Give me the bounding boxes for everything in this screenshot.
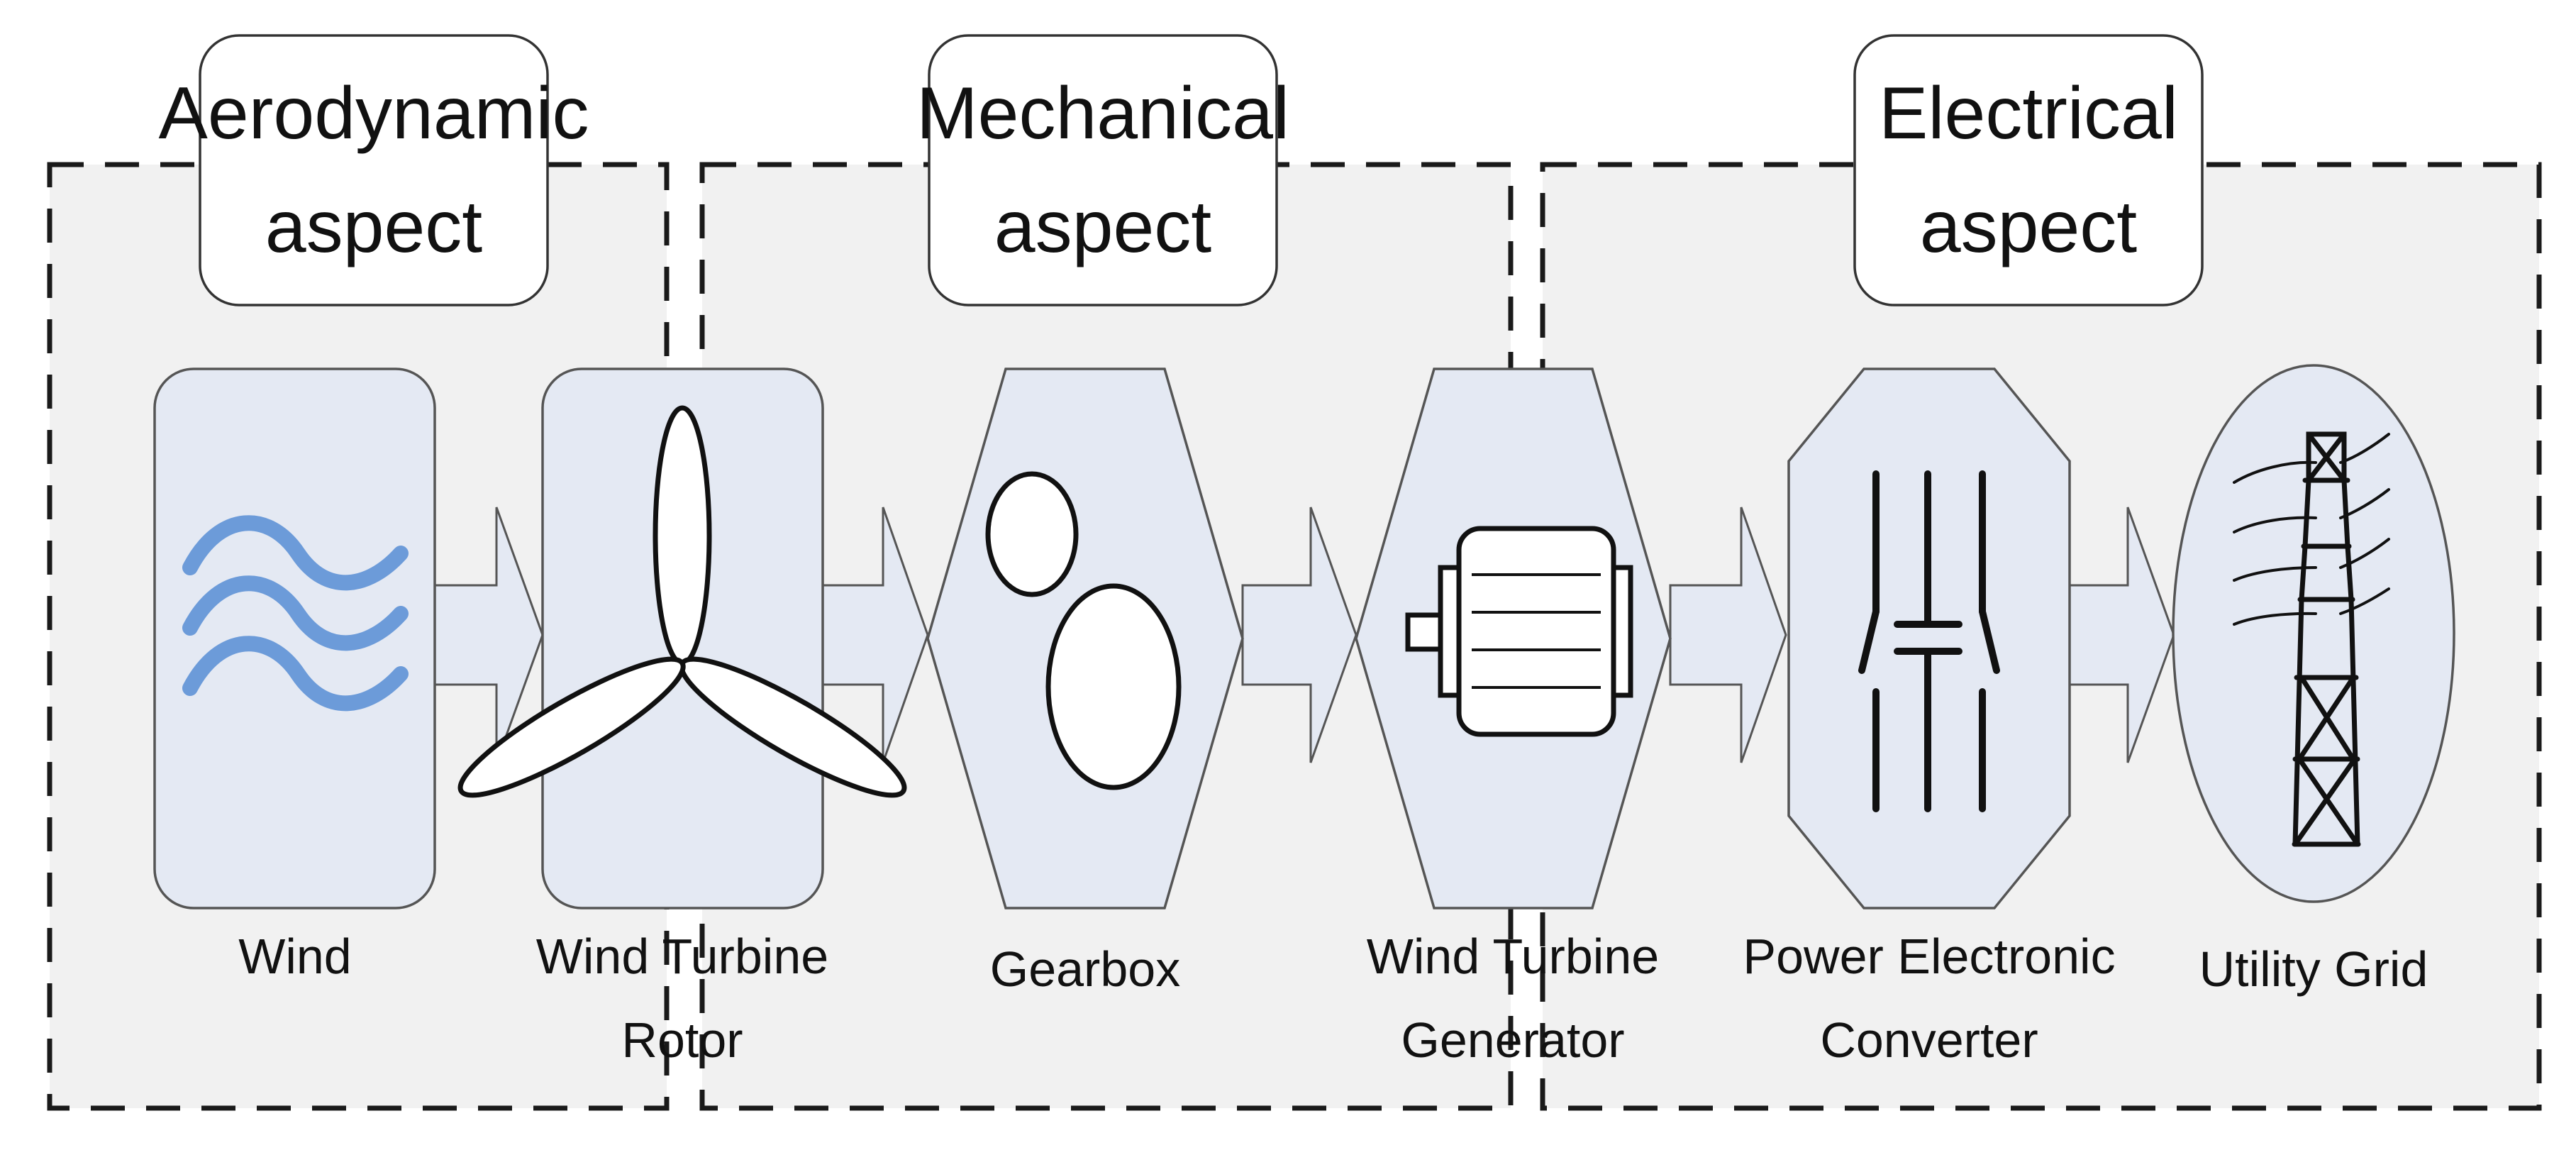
arrow-wind-to-rotor <box>433 507 544 763</box>
arrow-rotor-to-gearbox <box>820 507 929 763</box>
rotor-node: Wind Turbine Rotor <box>457 367 907 1068</box>
electrical-aspect-line1: Electrical <box>1879 72 2178 155</box>
generator-icon <box>1405 526 1633 737</box>
rotor-label-line1: Wind Turbine <box>536 929 828 984</box>
grid-label: Utility Grid <box>2199 941 2428 997</box>
wind-label: Wind <box>238 929 351 984</box>
converter-label-line2: Converter <box>1820 1012 2038 1068</box>
electrical-aspect-line2: aspect <box>1920 186 2138 268</box>
aerodynamic-aspect-line1: Aerodynamic <box>159 72 589 155</box>
mechanical-aspect-label: Mechanical aspect <box>916 34 1289 306</box>
generator-label-line1: Wind Turbine <box>1367 929 1659 984</box>
mechanical-aspect-line1: Mechanical <box>916 72 1289 155</box>
transmission-tower-icon <box>2233 431 2390 847</box>
aerodynamic-aspect-line2: aspect <box>265 186 483 268</box>
gearbox-label: Gearbox <box>990 941 1180 997</box>
gearbox-node: Gearbox <box>926 367 1244 997</box>
generator-node: Wind Turbine Generator <box>1355 367 1672 1068</box>
gears-icon <box>985 471 1182 790</box>
arrow-converter-to-grid <box>2066 507 2175 763</box>
arrow-gearbox-to-generator <box>1241 507 1358 763</box>
rotor-label-line2: Rotor <box>621 1012 743 1068</box>
electrical-aspect-label: Electrical aspect <box>1853 34 2204 306</box>
grid-node: Utility Grid <box>2172 364 2455 997</box>
generator-label-line2: Generator <box>1401 1012 1624 1068</box>
converter-label-line1: Power Electronic <box>1743 929 2115 984</box>
mechanical-aspect-line2: aspect <box>994 186 1212 268</box>
wind-node: Wind <box>153 367 436 984</box>
turbine-rotor-icon <box>457 405 907 798</box>
converter-icon <box>1858 470 2000 812</box>
converter-node: Power Electronic Converter <box>1743 367 2116 1068</box>
aerodynamic-aspect-label: Aerodynamic aspect <box>159 34 589 306</box>
wind-waves-icon <box>182 515 409 712</box>
arrow-generator-to-converter <box>1669 507 1787 763</box>
